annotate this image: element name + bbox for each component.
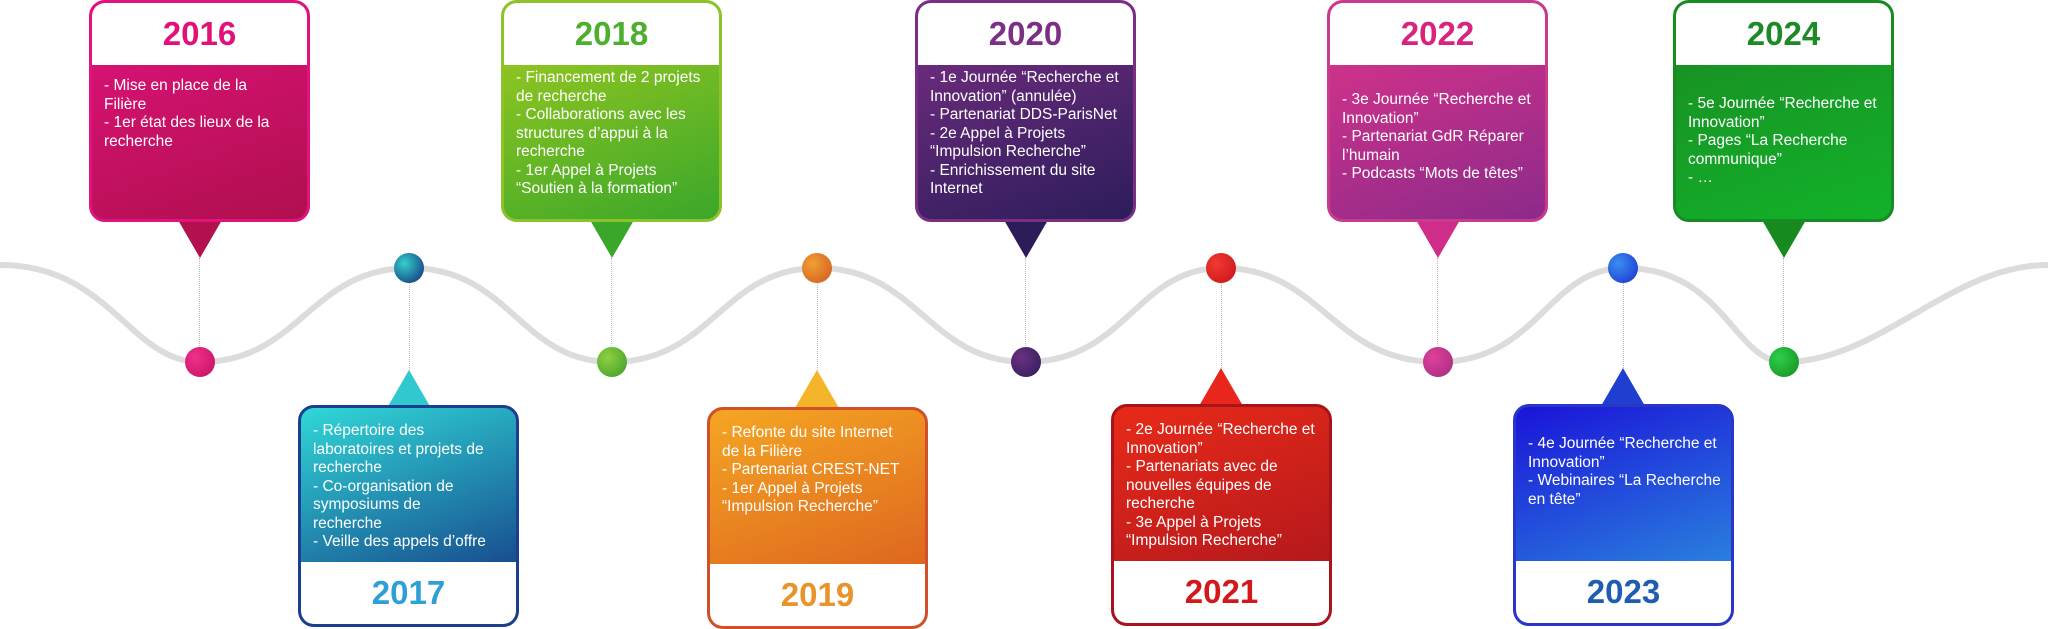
milestone-text: - Refonte du site Internet de la Filière… [722, 424, 900, 515]
milestone-card-2018: 2018 - Financement de 2 projets de reche… [501, 0, 722, 222]
milestone-year: 2021 [1114, 561, 1329, 623]
connector-2018 [611, 258, 612, 362]
milestone-card-2023: - 4e Journée “Recherche et Innovation” -… [1513, 404, 1734, 626]
milestone-card-2020: 2020 - 1e Journée “Recherche et Innovati… [915, 0, 1136, 222]
timeline-dot-2016 [185, 347, 215, 377]
pointer-2022 [1416, 220, 1460, 258]
milestone-year: 2019 [710, 564, 925, 626]
timeline-dot-2023 [1608, 253, 1638, 283]
pointer-2017 [387, 370, 431, 408]
connector-2016 [199, 258, 200, 362]
milestone-card-2016: 2016 - Mise en place de la Filière - 1er… [89, 0, 310, 222]
milestone-year: 2017 [301, 562, 516, 624]
milestone-text: - Mise en place de la Filière - 1er état… [104, 77, 270, 150]
connector-2020 [1025, 258, 1026, 362]
milestone-text: - Financement de 2 projets de recherche … [516, 69, 701, 197]
connector-2022 [1437, 258, 1438, 362]
milestone-year: 2018 [504, 3, 719, 65]
pointer-2019 [795, 370, 839, 408]
milestone-text: - 2e Journée “Recherche et Innovation” -… [1126, 421, 1315, 549]
timeline-dot-2024 [1769, 347, 1799, 377]
pointer-2021 [1199, 368, 1243, 406]
timeline-dot-2022 [1423, 347, 1453, 377]
milestone-card-2021: - 2e Journée “Recherche et Innovation” -… [1111, 404, 1332, 626]
milestone-year: 2024 [1676, 3, 1891, 65]
milestone-text: - Répertoire des laboratoires et projets… [313, 422, 486, 550]
milestone-text: - 3e Journée “Recherche et Innovation” -… [1342, 91, 1531, 182]
pointer-2024 [1762, 220, 1806, 258]
milestone-text: - 5e Journée “Recherche et Innovation” -… [1688, 95, 1877, 186]
milestone-year: 2020 [918, 3, 1133, 65]
pointer-2023 [1601, 368, 1645, 406]
milestone-year: 2016 [92, 3, 307, 65]
pointer-2020 [1004, 220, 1048, 258]
timeline-dot-2020 [1011, 347, 1041, 377]
milestone-text: - 1e Journée “Recherche et Innovation” (… [930, 69, 1119, 197]
milestone-year: 2022 [1330, 3, 1545, 65]
connector-2019 [817, 268, 818, 372]
connector-2024 [1783, 258, 1784, 362]
milestone-text: - 4e Journée “Recherche et Innovation” -… [1528, 435, 1721, 508]
timeline-dot-2017 [394, 253, 424, 283]
pointer-2016 [178, 220, 222, 258]
milestone-card-2022: 2022 - 3e Journée “Recherche et Innovati… [1327, 0, 1548, 222]
milestone-year: 2023 [1516, 561, 1731, 623]
connector-2021 [1221, 268, 1222, 372]
milestone-card-2024: 2024 - 5e Journée “Recherche et Innovati… [1673, 0, 1894, 222]
timeline-dot-2021 [1206, 253, 1236, 283]
connector-2017 [409, 268, 410, 372]
milestone-card-2017: - Répertoire des laboratoires et projets… [298, 405, 519, 627]
timeline-dot-2018 [597, 347, 627, 377]
pointer-2018 [590, 220, 634, 258]
milestone-card-2019: - Refonte du site Internet de la Filière… [707, 407, 928, 629]
timeline-dot-2019 [802, 253, 832, 283]
connector-2023 [1623, 268, 1624, 372]
